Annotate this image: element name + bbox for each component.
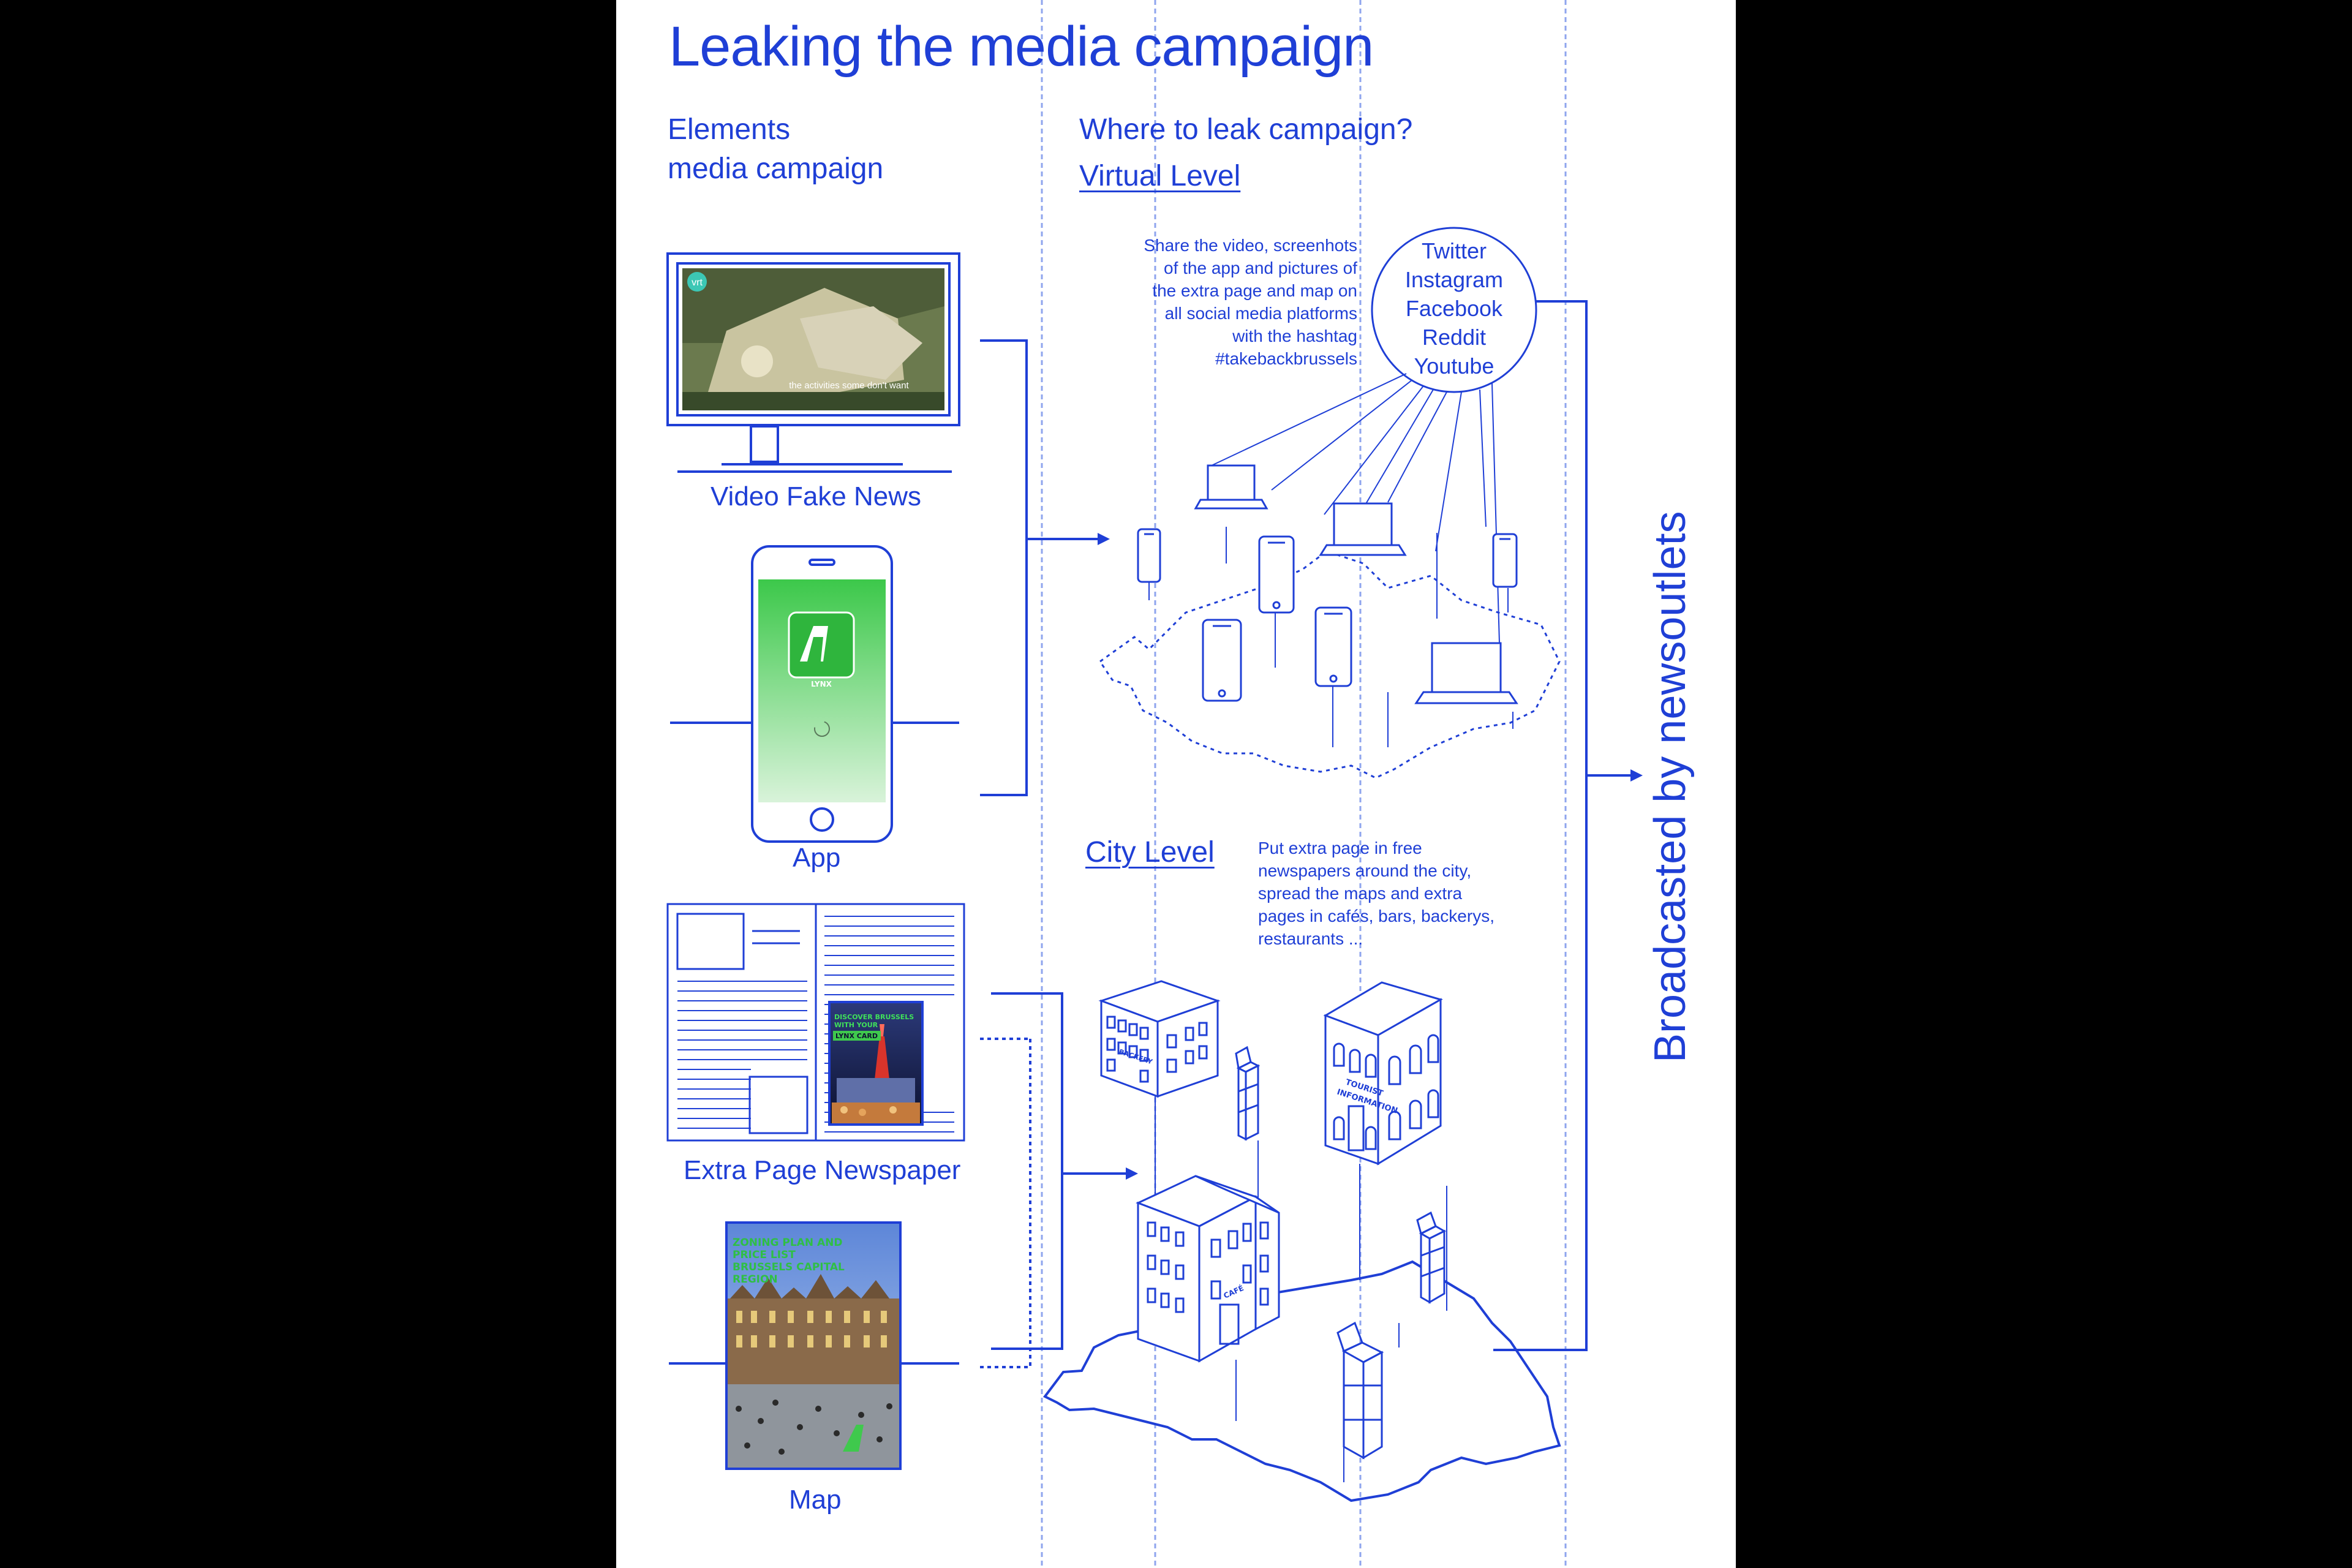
city-note-line4: pages in cafés, bars, backerys,: [1258, 907, 1494, 925]
city-note-line5: restaurants ...: [1258, 929, 1363, 948]
video-subtitle: the activities some don't want: [789, 380, 909, 391]
newspaper-caption: Extra Page Newspaper: [684, 1155, 961, 1185]
app-brand: LYNX: [811, 680, 832, 688]
elements-heading: Elements media campaign: [668, 110, 883, 189]
video-caption: Video Fake News: [710, 481, 922, 511]
map-cover-line4: REGION: [733, 1273, 778, 1286]
platform-twitter[interactable]: Twitter: [1421, 238, 1487, 263]
city-level-label: City Level: [1085, 836, 1215, 869]
virtual-note-line4: all social media platforms: [1164, 304, 1357, 323]
city-map-outline: [1042, 1260, 1561, 1502]
newspaper-flyer: [828, 1001, 924, 1126]
broadcast-label: Broadcasted by newsoutlets: [1646, 511, 1695, 1063]
phone-device-2: [1258, 535, 1295, 614]
tourist-info-building: [1323, 981, 1443, 1166]
map-caption: Map: [789, 1485, 842, 1515]
laptop-device-1: [1194, 464, 1268, 510]
virtual-note-line3: the extra page and map on: [1152, 281, 1357, 300]
newspaper-flyer-line3: LYNX CARD: [835, 1032, 878, 1040]
virtual-note-line1: Share the video, screenhots: [1144, 236, 1357, 255]
bakery-building: [1098, 980, 1221, 1098]
platform-reddit[interactable]: Reddit: [1422, 325, 1487, 350]
video-logo: vrt: [692, 277, 703, 288]
phone-device-5: [1314, 606, 1352, 687]
newspaper-rack-3: [1336, 1321, 1384, 1460]
video-still-image: [682, 268, 944, 410]
app-spinner: [814, 721, 830, 737]
device-stems: [1148, 527, 1513, 747]
platform-list: Twitter Instagram Facebook Reddit Youtub…: [1393, 236, 1515, 380]
virtual-note: Share the video, screenhots of the app a…: [1100, 234, 1357, 370]
map-cover-line3: BRUSSELS CAPITAL: [733, 1261, 845, 1273]
virtual-note-line5: with the hashtag: [1232, 326, 1357, 345]
dotted-connectors: [980, 1038, 1031, 1368]
virtual-note-line6: #takebackbrussels: [1215, 349, 1357, 368]
platform-youtube[interactable]: Youtube: [1414, 353, 1494, 379]
virtual-note-line2: of the app and pictures of: [1164, 258, 1357, 277]
newspaper-flyer-line2: WITH YOUR: [834, 1021, 878, 1029]
cafe-building: [1136, 1175, 1280, 1363]
poster: vrt the activities some don't want LYNX: [616, 0, 1736, 1568]
social-platforms-circle: [1371, 227, 1537, 393]
diagram-artwork: vrt the activities some don't want LYNX: [666, 0, 1643, 1568]
app-logo: [788, 611, 855, 679]
app-caption: App: [793, 843, 841, 873]
city-note: Put extra page in free newspapers around…: [1258, 837, 1494, 950]
arrow-heads: [1098, 533, 1643, 1180]
virtual-level-label: Virtual Level: [1079, 160, 1241, 192]
city-note-line2: newspapers around the city,: [1258, 861, 1472, 880]
phone-device-3: [1492, 533, 1518, 588]
elements-heading-line2: media campaign: [668, 153, 884, 185]
city-note-line1: Put extra page in free: [1258, 839, 1422, 858]
laptop-device-2: [1319, 502, 1407, 556]
where-heading: Where to leak campaign?: [1079, 113, 1413, 146]
platform-instagram[interactable]: Instagram: [1404, 267, 1504, 292]
phone-device-1: [1137, 528, 1161, 583]
laptop-device-3: [1414, 642, 1518, 704]
page-title: Leaking the media campaign: [669, 15, 1374, 78]
phone-device-4: [1202, 619, 1242, 702]
map-cover-line2: PRICE LIST: [733, 1249, 796, 1261]
city-note-line3: spread the maps and extra: [1258, 884, 1463, 903]
newspaper-flyer-line1: DISCOVER BRUSSELS: [834, 1013, 914, 1021]
map-icon: [669, 1221, 959, 1470]
newspaper-rack-1: [1235, 1046, 1261, 1141]
connector-lines: [980, 300, 1633, 1351]
platform-facebook[interactable]: Facebook: [1405, 296, 1503, 321]
elements-heading-line1: Elements: [668, 113, 791, 146]
newspaper-rack-2: [1416, 1211, 1447, 1304]
map-cover-line1: ZONING PLAN AND: [733, 1237, 843, 1249]
newspaper-flyer-badge: [833, 1031, 881, 1041]
